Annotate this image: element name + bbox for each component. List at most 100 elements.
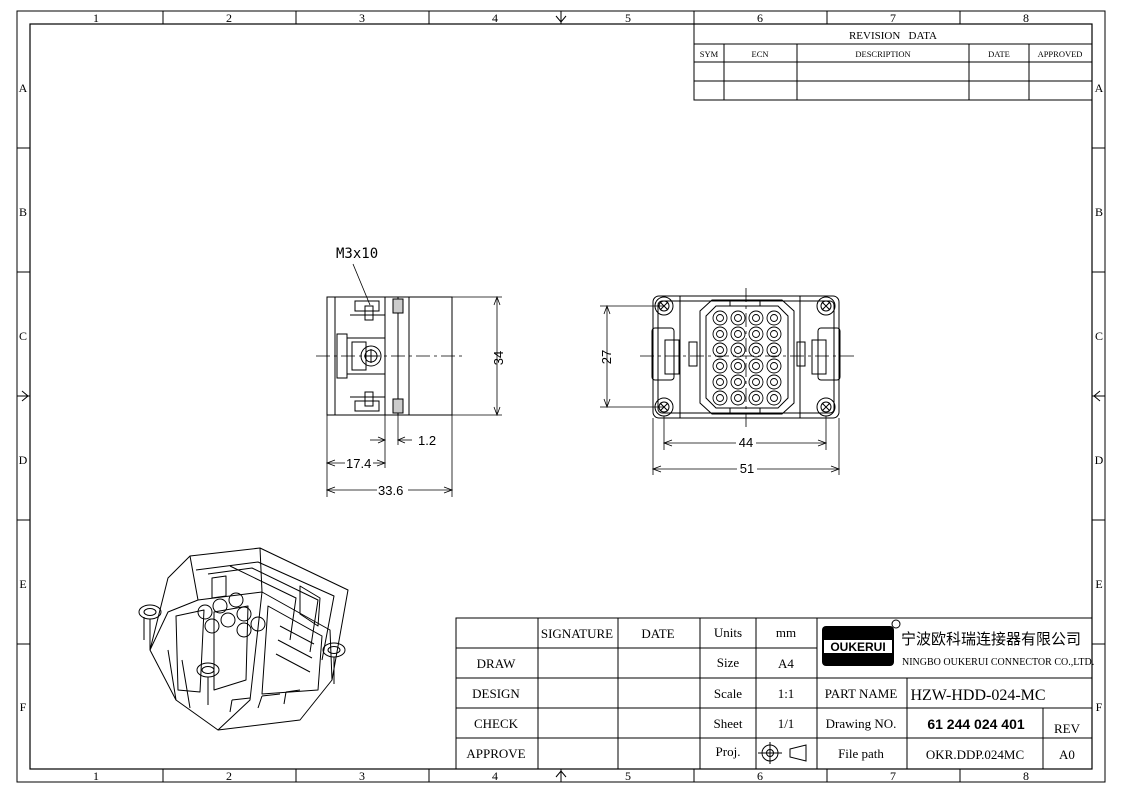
revision-table bbox=[693, 23, 1093, 101]
contact-pin bbox=[752, 330, 760, 338]
col-label: 8 bbox=[1023, 11, 1029, 25]
drawing-no-value: 61 244 024 401 bbox=[927, 716, 1025, 732]
revision-header: APPROVED bbox=[1038, 49, 1083, 59]
dim-outer-width: 51 bbox=[740, 461, 754, 476]
centering-marks bbox=[17, 11, 1105, 782]
contact-cavity bbox=[712, 390, 728, 406]
file-path-value: OKR.DDP.024MC bbox=[926, 747, 1024, 762]
scale-value: 1:1 bbox=[778, 686, 795, 701]
contact-cavity bbox=[766, 358, 782, 374]
col-label: 4 bbox=[492, 11, 498, 25]
contact-pin bbox=[716, 378, 724, 386]
contact-cavity bbox=[766, 390, 782, 406]
row-label: B bbox=[1095, 205, 1103, 219]
company-name-en: NINGBO OUKERUI CONNECTOR CO.,LTD. bbox=[902, 657, 1094, 668]
dim-height-side: 34 bbox=[491, 351, 506, 365]
col-label: 4 bbox=[492, 769, 498, 783]
part-name-label: PART NAME bbox=[825, 686, 898, 701]
dim-offset: 17.4 bbox=[346, 456, 371, 471]
contact-pin bbox=[770, 378, 778, 386]
contact-cavity bbox=[712, 326, 728, 342]
contact-pin bbox=[770, 362, 778, 370]
contact-cavity bbox=[730, 358, 746, 374]
contact-cavity bbox=[730, 310, 746, 326]
drawing-no-label: Drawing NO. bbox=[826, 716, 897, 731]
contact-pin bbox=[716, 314, 724, 322]
role-approve: APPROVE bbox=[466, 746, 525, 761]
contact-cavity bbox=[748, 342, 764, 358]
contact-cavity bbox=[748, 326, 764, 342]
contact-cavity bbox=[748, 374, 764, 390]
row-label: E bbox=[1095, 577, 1102, 591]
isometric-view bbox=[138, 547, 349, 731]
col-label: 7 bbox=[890, 769, 896, 783]
col-label: 3 bbox=[359, 11, 365, 25]
size-value: A4 bbox=[778, 656, 794, 671]
revision-header: SYM bbox=[700, 49, 719, 59]
company-name-cn: 宁波欧科瑞连接器有限公司 bbox=[901, 631, 1081, 648]
contact-pin bbox=[752, 378, 760, 386]
row-label: C bbox=[1095, 329, 1103, 343]
contact-pin bbox=[734, 330, 742, 338]
contact-pin bbox=[752, 314, 760, 322]
contact-cavity bbox=[748, 310, 764, 326]
contact-pin bbox=[734, 314, 742, 322]
contact-pin bbox=[770, 346, 778, 354]
col-label: 1 bbox=[93, 11, 99, 25]
contact-pin bbox=[752, 394, 760, 402]
col-label: 5 bbox=[625, 11, 631, 25]
revision-header: ECN bbox=[752, 49, 769, 59]
scale-label: Scale bbox=[714, 686, 742, 701]
row-label: F bbox=[1096, 700, 1103, 714]
size-label: Size bbox=[717, 655, 740, 670]
dim-depth: 33.6 bbox=[378, 483, 403, 498]
row-label: C bbox=[19, 329, 27, 343]
col-label: 6 bbox=[757, 769, 763, 783]
contact-cavity bbox=[748, 358, 764, 374]
row-label: D bbox=[1095, 453, 1104, 467]
contact-cavity bbox=[712, 342, 728, 358]
contact-cavity bbox=[712, 374, 728, 390]
proj-label: Proj. bbox=[716, 744, 741, 759]
contact-pin bbox=[734, 362, 742, 370]
col-label: 2 bbox=[226, 11, 232, 25]
screw-callout: M3x10 bbox=[336, 246, 378, 262]
date-header: DATE bbox=[641, 626, 674, 641]
col-label: 3 bbox=[359, 769, 365, 783]
row-label: F bbox=[20, 700, 27, 714]
row-label: E bbox=[19, 577, 26, 591]
title-block-grid bbox=[455, 617, 1093, 770]
row-label: A bbox=[1095, 81, 1104, 95]
col-label: 2 bbox=[226, 769, 232, 783]
contact-cavity bbox=[748, 390, 764, 406]
contact-cavity bbox=[766, 326, 782, 342]
revision-header: DESCRIPTION bbox=[855, 49, 910, 59]
contact-pin bbox=[734, 394, 742, 402]
rev-label: REV bbox=[1054, 721, 1081, 736]
contact-pin bbox=[770, 314, 778, 322]
units-label: Units bbox=[714, 625, 742, 640]
file-path-label: File path bbox=[838, 746, 884, 761]
contact-pin bbox=[716, 362, 724, 370]
contact-pin bbox=[716, 346, 724, 354]
contact-grid bbox=[712, 310, 782, 406]
contact-pin bbox=[770, 330, 778, 338]
contact-pin bbox=[770, 394, 778, 402]
sheet-label: Sheet bbox=[714, 716, 743, 731]
contact-cavity bbox=[766, 342, 782, 358]
units-value: mm bbox=[776, 625, 796, 640]
row-label: B bbox=[19, 205, 27, 219]
contact-cavity bbox=[730, 342, 746, 358]
contact-cavity bbox=[712, 310, 728, 326]
contact-cavity bbox=[730, 326, 746, 342]
side-dimension-lines bbox=[325, 295, 502, 497]
dim-inner-width: 44 bbox=[739, 435, 753, 450]
dim-small-gap: 1.2 bbox=[418, 433, 436, 448]
rev-value: A0 bbox=[1059, 747, 1075, 762]
role-draw: DRAW bbox=[477, 656, 516, 671]
projection-symbol-icon bbox=[758, 742, 807, 764]
company-logo: OUKERUI bbox=[822, 619, 901, 666]
row-label: D bbox=[19, 453, 28, 467]
contact-cavity bbox=[712, 358, 728, 374]
